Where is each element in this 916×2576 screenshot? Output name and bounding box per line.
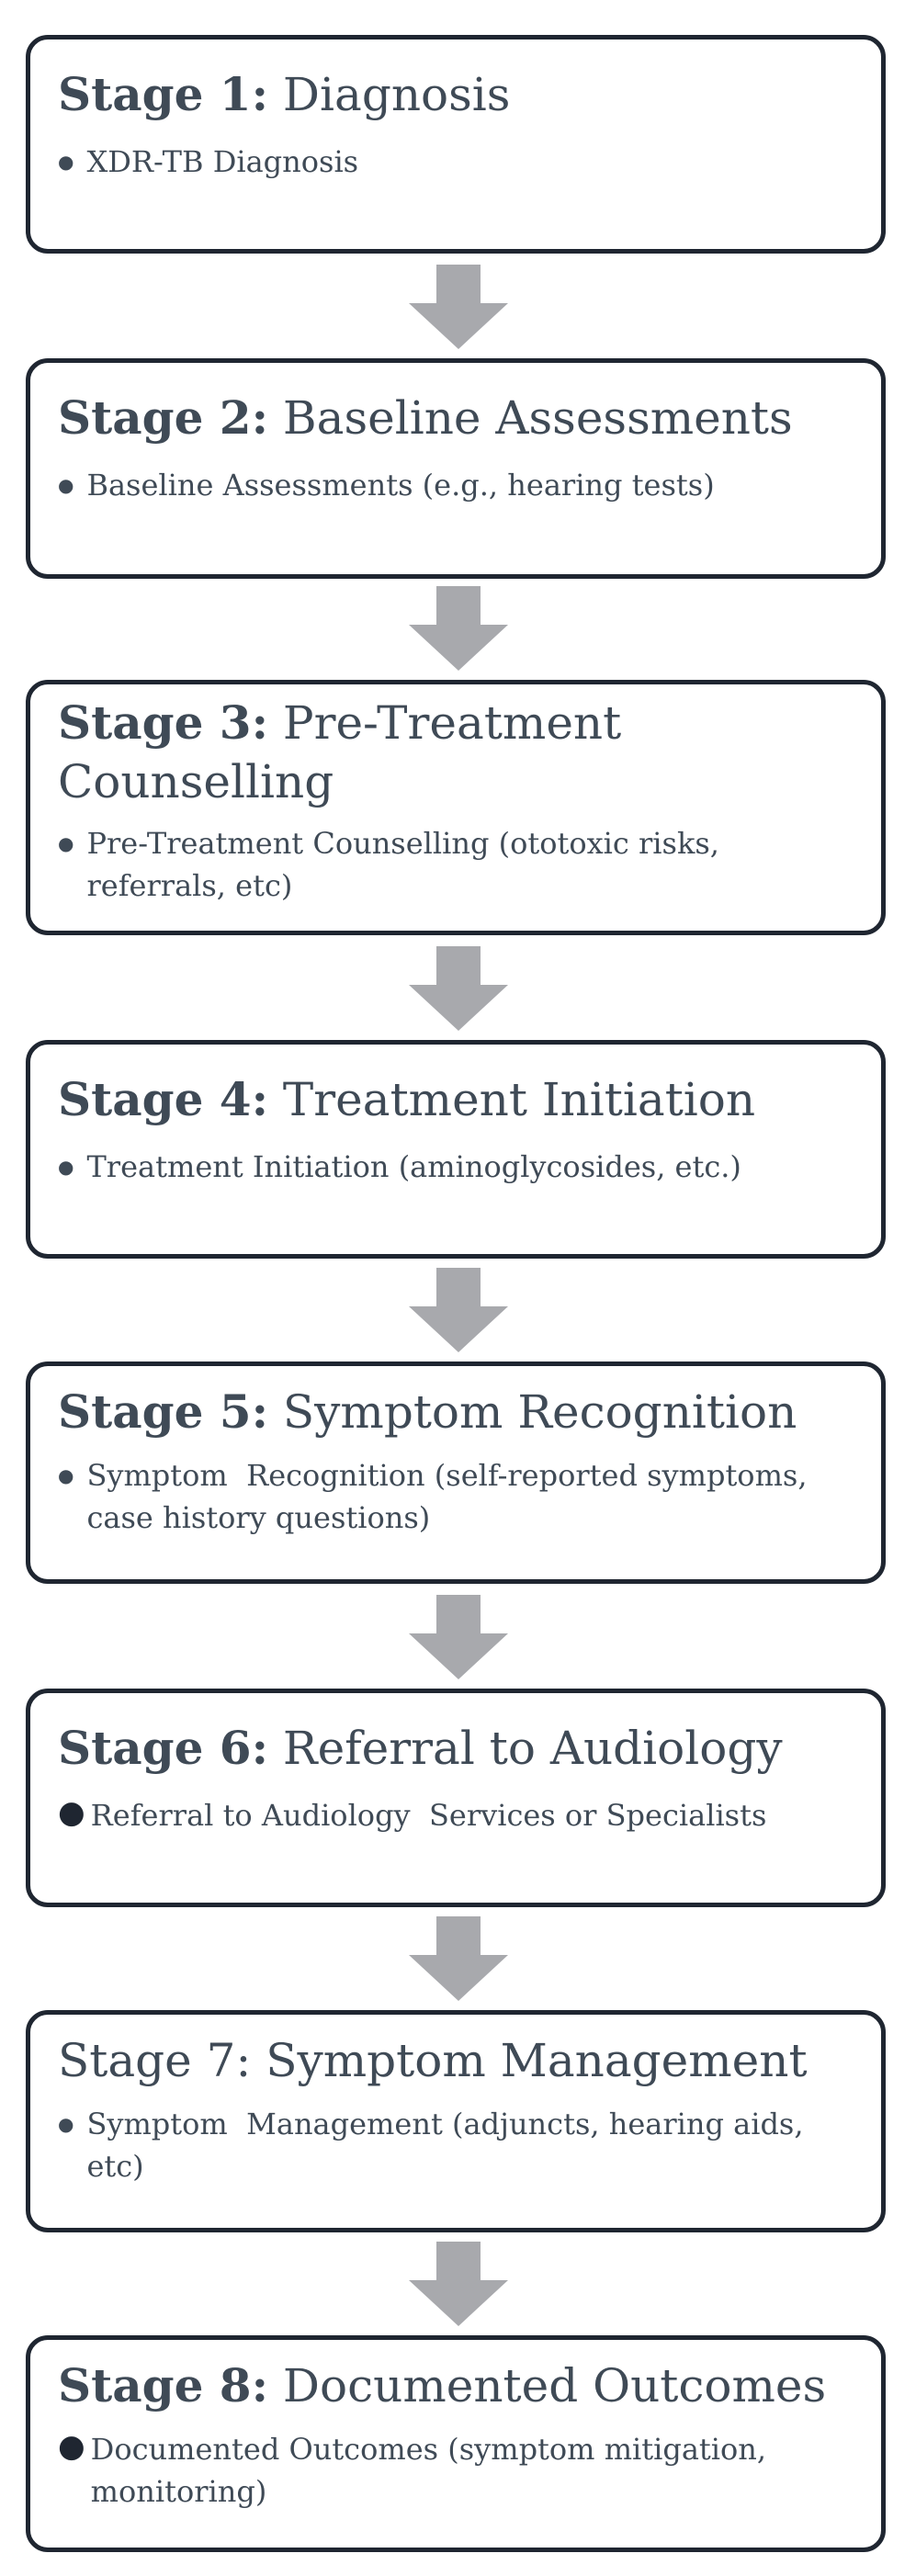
stage-7-item-text: Symptom Management (adjuncts, hearing ai… [86, 2107, 813, 2184]
stage-8-name: Documented Outcomes [268, 2359, 827, 2412]
stage-1-number: Stage 1: [58, 67, 269, 121]
stage-7-name: Symptom Management [251, 2034, 808, 2087]
stage-2-number: Stage 2: [58, 390, 269, 445]
stage-3-box: Stage 3: Pre-Treatment Counselling ● Pre… [26, 680, 886, 935]
down-arrow-icon [409, 2242, 508, 2326]
stage-5-number: Stage 5: [58, 1384, 269, 1439]
stage-6-box: Stage 6: Referral to Audiology ● Referra… [26, 1689, 886, 1907]
stage-1-title: Stage 1: Diagnosis [58, 65, 854, 124]
stage-3-item-text: Pre-Treatment Counselling (ototoxic risk… [86, 826, 719, 903]
stage-7-box: Stage 7: Symptom Management ● Symptom Ma… [26, 2010, 886, 2232]
stage-4-item: ● Treatment Initiation (aminoglycosides,… [58, 1146, 854, 1188]
stage-8-title: Stage 8: Documented Outcomes [58, 2356, 854, 2415]
stage-3-name: Pre-Treatment Counselling [58, 696, 622, 808]
stage-8-item-text: Documented Outcomes (symptom mitigation,… [90, 2432, 767, 2509]
stage-5-item: ● Symptom Recognition (self-reported sym… [58, 1454, 854, 1539]
stage-1-name: Diagnosis [268, 68, 511, 121]
stage-7-number: Stage 7: [58, 2034, 252, 2087]
stage-2-name: Baseline Assessments [268, 391, 793, 445]
stage-1-item: ● XDR-TB Diagnosis [58, 141, 854, 183]
bullet-icon: ● [58, 1464, 74, 1486]
down-arrow-icon [409, 586, 508, 671]
stage-1-box: Stage 1: Diagnosis ● XDR-TB Diagnosis [26, 35, 886, 254]
down-arrow-icon [409, 1268, 508, 1352]
stage-4-name: Treatment Initiation [268, 1073, 756, 1126]
down-arrow-icon [409, 265, 508, 349]
stage-3-item: ● Pre-Treatment Counselling (ototoxic ri… [58, 822, 854, 907]
stage-5-title: Stage 5: Symptom Recognition [58, 1383, 854, 1441]
stage-4-number: Stage 4: [58, 1072, 269, 1126]
stage-2-box: Stage 2: Baseline Assessments ● Baseline… [26, 358, 886, 579]
stage-5-name: Symptom Recognition [268, 1385, 797, 1439]
stage-5-box: Stage 5: Symptom Recognition ● Symptom R… [26, 1361, 886, 1584]
stage-4-item-text: Treatment Initiation (aminoglycosides, e… [86, 1149, 741, 1184]
bullet-icon: ● [58, 1794, 85, 1831]
stage-3-number: Stage 3: [58, 695, 269, 750]
stage-1-item-text: XDR-TB Diagnosis [86, 144, 359, 179]
stage-8-box: Stage 8: Documented Outcomes ● Documente… [26, 2335, 886, 2552]
bullet-icon: ● [58, 832, 74, 854]
down-arrow-icon [409, 1916, 508, 2001]
stage-2-item-text: Baseline Assessments (e.g., hearing test… [86, 468, 715, 503]
down-arrow-icon [409, 1595, 508, 1679]
stage-5-item-text: Symptom Recognition (self-reported sympt… [86, 1458, 826, 1535]
stage-7-title: Stage 7: Symptom Management [58, 2031, 854, 2090]
stage-8-number: Stage 8: [58, 2358, 269, 2412]
bullet-icon: ● [58, 2428, 85, 2465]
stage-6-name: Referral to Audiology [268, 1722, 783, 1775]
stage-3-title: Stage 3: Pre-Treatment Counselling [58, 694, 854, 811]
stage-8-item: ● Documented Outcomes (symptom mitigatio… [58, 2428, 854, 2513]
stage-6-item-text: Referral to Audiology Services or Specia… [90, 1798, 767, 1833]
stage-6-number: Stage 6: [58, 1721, 269, 1775]
stage-7-item: ● Symptom Management (adjuncts, hearing … [58, 2103, 854, 2187]
stage-2-item: ● Baseline Assessments (e.g., hearing te… [58, 464, 854, 506]
down-arrow-icon [409, 946, 508, 1031]
bullet-icon: ● [58, 474, 74, 496]
stage-6-title: Stage 6: Referral to Audiology [58, 1719, 854, 1778]
stage-4-title: Stage 4: Treatment Initiation [58, 1070, 854, 1129]
bullet-icon: ● [58, 151, 74, 173]
bullet-icon: ● [58, 2113, 74, 2135]
bullet-icon: ● [58, 1156, 74, 1178]
stage-6-item: ● Referral to Audiology Services or Spec… [58, 1794, 854, 1836]
stage-4-box: Stage 4: Treatment Initiation ● Treatmen… [26, 1040, 886, 1259]
stage-2-title: Stage 2: Baseline Assessments [58, 389, 854, 447]
